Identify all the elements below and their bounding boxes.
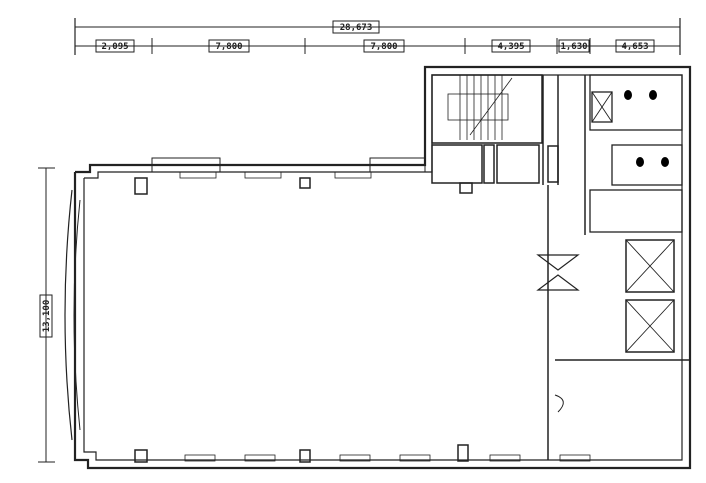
segment-label: 4,653 bbox=[621, 42, 648, 52]
building-walls bbox=[64, 65, 692, 470]
corridor bbox=[536, 75, 690, 460]
depth-label: 13,100 bbox=[42, 300, 52, 333]
segment-label: 4,395 bbox=[497, 42, 524, 52]
elevators bbox=[625, 239, 675, 353]
stair-core bbox=[431, 74, 559, 194]
top-dimension-segments: 2,095 7,800 7,800 4,395 1,630 4,653 bbox=[75, 38, 680, 54]
segment-label: 2,095 bbox=[101, 42, 128, 52]
left-dimension: 13,100 bbox=[38, 167, 55, 463]
segment-label: 7,800 bbox=[215, 42, 242, 52]
overall-width-label: 28,673 bbox=[340, 23, 373, 33]
restrooms bbox=[589, 74, 683, 233]
top-dimension-overall: 28,673 bbox=[74, 18, 681, 55]
segment-label: 1,630 bbox=[560, 42, 587, 52]
segment-label: 7,800 bbox=[370, 42, 397, 52]
